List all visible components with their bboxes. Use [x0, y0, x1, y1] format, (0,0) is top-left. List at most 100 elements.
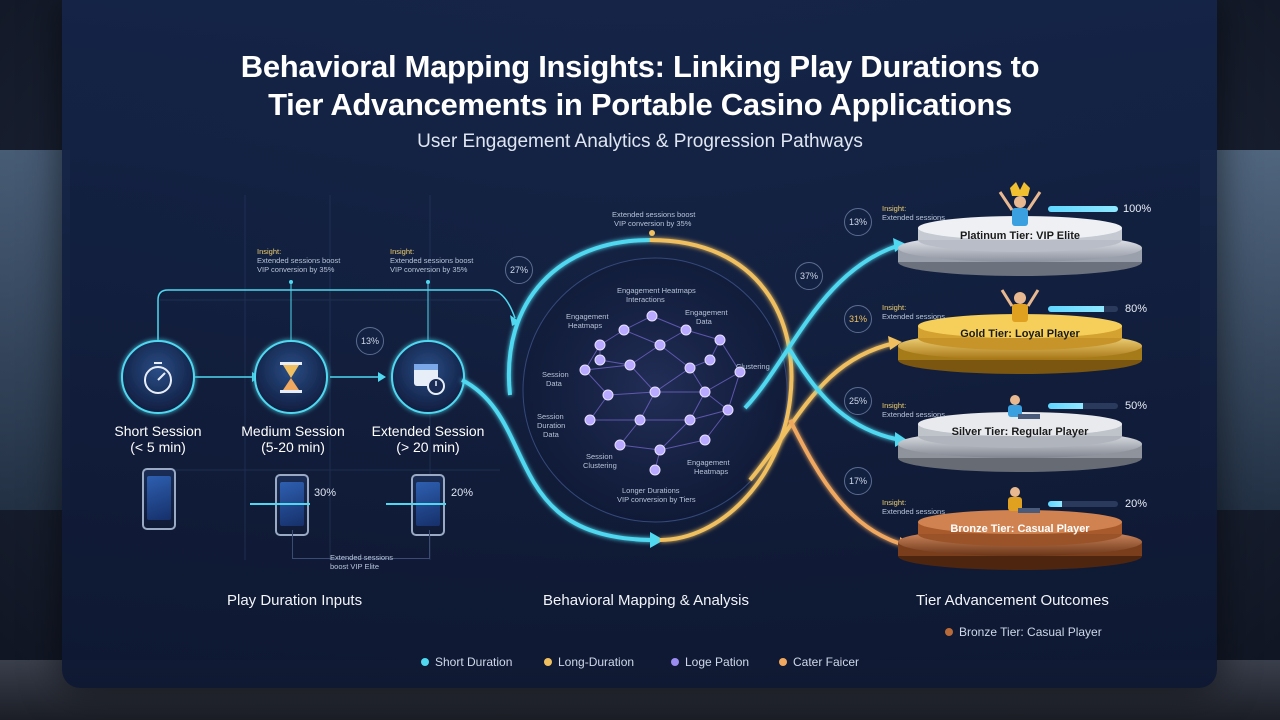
- heatmaps-subtitle: Interactions: [626, 295, 665, 304]
- network-link: [659, 344, 691, 369]
- medium-session-label: Medium Session (5-20 min): [233, 423, 353, 455]
- network-link: [659, 439, 706, 451]
- network-node: [714, 334, 726, 346]
- flow-right-arc: [649, 238, 794, 542]
- flow-to-gold: [748, 341, 896, 482]
- legend-label-long: Long-Duration: [558, 655, 635, 669]
- network-link: [623, 329, 661, 346]
- phone-short-icon: [142, 468, 176, 530]
- tier-bubble-silver: 25%: [844, 387, 872, 415]
- insight-dot-right: [426, 280, 430, 284]
- progress-bar-gold: [1048, 306, 1118, 312]
- short-session-range: (< 5 min): [130, 439, 186, 455]
- short-session-title: Short Session: [114, 423, 202, 439]
- legend-item-long: Long-Duration: [544, 655, 634, 669]
- network-node: [649, 464, 661, 476]
- legend-dot-short: [421, 658, 429, 666]
- network-graph: [579, 310, 746, 476]
- engagement-right-2: Data: [696, 317, 712, 326]
- network-link: [685, 329, 721, 341]
- gold-person-icon: [1000, 289, 1040, 322]
- flow-extended-to-analysis-bottom: [461, 378, 656, 542]
- network-node: [654, 339, 666, 351]
- platform-silver: [898, 412, 1142, 472]
- medium-progress-line: [250, 503, 310, 505]
- tier-insight-text-silver: Extended sessions: [882, 410, 945, 419]
- network-node: [699, 434, 711, 446]
- engagement-right-1: Engagement: [685, 308, 728, 317]
- bronze-dot-icon: [945, 628, 953, 636]
- progress-fill-bronze: [1048, 501, 1062, 507]
- network-node: [584, 414, 596, 426]
- tier-percent-platinum: 100%: [1123, 203, 1152, 215]
- network-node: [579, 364, 591, 376]
- stopwatch-icon: [144, 362, 172, 394]
- flow-bottom-arrow: [650, 532, 664, 548]
- platform-platinum: [898, 216, 1142, 276]
- tier-label-gold: Gold Tier: Loyal Player: [960, 328, 1080, 340]
- tier-bubble-bronze: 17%: [844, 467, 872, 495]
- session-label-2: Data: [546, 379, 562, 388]
- progress-bar-silver: [1048, 403, 1118, 409]
- arrowhead-silver: [895, 432, 907, 447]
- inputs-percent-bubble: 13%: [356, 327, 384, 355]
- analysis-top-note-1: Extended sessions boost: [612, 210, 696, 219]
- network-link: [584, 369, 609, 396]
- network-node: [602, 389, 614, 401]
- background-window-left: [0, 150, 70, 510]
- network-link: [607, 391, 656, 396]
- insight-right-text-2: VIP conversion by 35%: [390, 265, 468, 274]
- tier-insight-title-platinum: Insight:: [882, 204, 907, 213]
- medium-session-percent: 30%: [314, 487, 337, 499]
- flow-left-arc: [506, 238, 651, 396]
- tier-label-platinum: Platinum Tier: VIP Elite: [959, 230, 1081, 242]
- network-node: [734, 366, 746, 378]
- medium-session-range: (5-20 min): [261, 439, 325, 455]
- flow-top-dot: [649, 230, 655, 236]
- section-label-outcomes: Tier Advancement Outcomes: [916, 592, 1109, 609]
- network-node: [646, 310, 658, 322]
- node-extended-session: [391, 340, 465, 414]
- progress-bar-bronze: [1048, 501, 1118, 507]
- flow-to-silver: [788, 348, 901, 442]
- extended-session-range: (> 20 min): [396, 439, 460, 455]
- analysis-bubble-left: 27%: [505, 256, 533, 284]
- session-clustering-2: Clustering: [583, 461, 617, 470]
- medium-session-title: Medium Session: [241, 423, 345, 439]
- session-duration-1: Session: [537, 412, 564, 421]
- tier-percent-gold: 80%: [1125, 303, 1148, 315]
- arrowhead-gold: [888, 336, 902, 350]
- insight-right-title: Insight:: [390, 247, 415, 256]
- arrowhead-medium-to-extended: [378, 372, 386, 382]
- tier-bubble-platinum: 13%: [844, 208, 872, 236]
- extended-session-percent: 20%: [451, 487, 474, 499]
- network-node: [699, 386, 711, 398]
- arrowhead-platinum: [893, 238, 906, 252]
- network-node: [624, 359, 636, 371]
- network-link: [659, 419, 691, 451]
- bronze-person-icon: [1008, 487, 1040, 513]
- vip-person-icon: [998, 182, 1042, 226]
- tier-percent-bronze: 20%: [1125, 498, 1148, 510]
- heatmaps-title: Engagement Heatmaps: [617, 286, 696, 295]
- tier-percent-silver: 50%: [1125, 400, 1148, 412]
- legend-label-short: Short Duration: [435, 655, 513, 669]
- tier-insight-title-bronze: Insight:: [882, 498, 907, 507]
- insight-dot-left: [289, 280, 293, 284]
- network-link: [689, 409, 729, 421]
- calendar-clock-icon: [414, 364, 445, 395]
- tier-insight-text-platinum: Extended sessions: [882, 213, 945, 222]
- session-label-1: Session: [542, 370, 569, 379]
- hourglass-icon: [280, 362, 302, 393]
- bottom-note-1: Extended sessions: [330, 553, 393, 562]
- network-node: [680, 324, 692, 336]
- network-link: [654, 367, 691, 393]
- engagement-heatmaps-bottom-2: Heatmaps: [694, 467, 729, 476]
- connector-top: [157, 289, 516, 345]
- network-node: [722, 404, 734, 416]
- tier-bubble-gold: 31%: [844, 305, 872, 333]
- network-node: [654, 444, 666, 456]
- legend-label-faicer: Cater Faicer: [793, 655, 860, 669]
- network-node: [684, 362, 696, 374]
